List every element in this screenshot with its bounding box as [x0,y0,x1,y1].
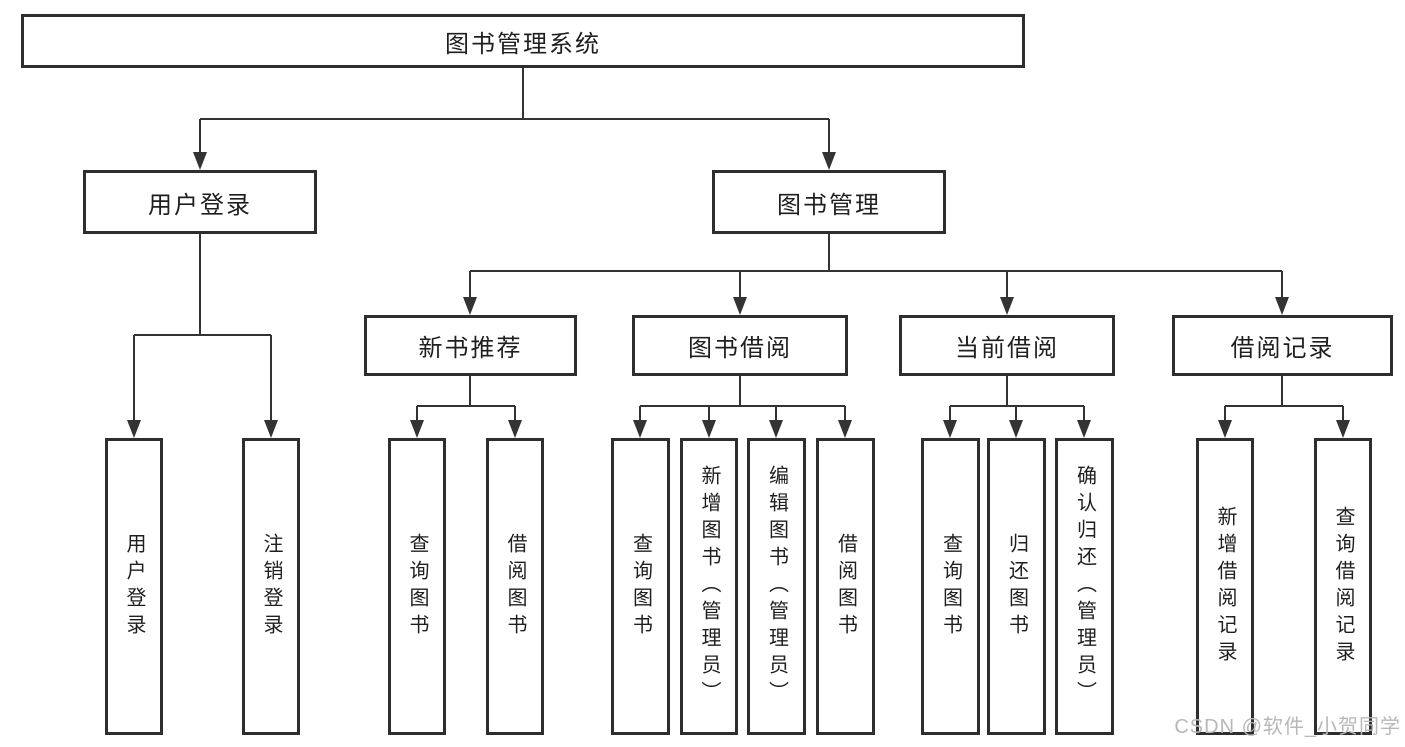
connector-bookborrow-to-leaves [633,376,852,438]
node-new-book-recommend: 新书推荐 [364,315,577,376]
leaf-current-confirm-return-admin-label: 确认归还（管理员） [1073,465,1096,708]
csdn-watermark: CSDN @软件_小贺同学 [1174,716,1401,738]
node-user-login-label: 用户登录 [148,191,252,219]
node-borrow-records: 借阅记录 [1172,315,1393,376]
leaf-newbooks-borrow-books-label: 借阅图书 [504,532,526,641]
leaf-records-add-record-label: 新增借阅记录 [1214,505,1236,668]
node-borrow-records-label: 借阅记录 [1230,335,1335,362]
node-user-login: 用户登录 [83,170,317,234]
leaf-current-return-books-label: 归还图书 [1005,532,1028,641]
leaf-newbooks-query-books: 查询图书 [388,438,446,735]
node-book-management: 图书管理 [712,170,946,234]
node-book-borrowing: 图书借阅 [632,315,848,376]
leaf-user-login-label: 用户登录 [123,532,145,641]
leaf-borrow-edit-books-admin-label: 编辑图书（管理员） [765,465,788,708]
connector-newbooks-to-leaves [410,376,522,438]
leaf-borrow-add-books-admin: 新增图书（管理员） [680,438,738,735]
node-current-borrowing: 当前借阅 [899,315,1115,376]
leaf-borrow-add-books-admin-label: 新增图书（管理员） [698,465,720,708]
leaf-records-query-record-label: 查询借阅记录 [1332,505,1354,668]
leaf-newbooks-borrow-books: 借阅图书 [486,438,544,735]
node-current-borrowing-label: 当前借阅 [955,335,1059,362]
node-new-book-recommend-label: 新书推荐 [418,335,523,362]
connector-currentborrow-to-leaves [943,376,1091,438]
leaf-records-query-record: 查询借阅记录 [1314,438,1372,735]
leaf-borrow-borrow-books: 借阅图书 [816,438,875,735]
node-book-borrowing-label: 图书借阅 [688,335,792,362]
leaf-current-confirm-return-admin: 确认归还（管理员） [1055,438,1114,735]
leaf-current-query-books: 查询图书 [921,438,980,735]
connector-root-to-level2 [193,68,836,170]
node-book-management-label: 图书管理 [777,191,881,219]
leaf-logout-label: 注销登录 [260,532,282,641]
leaf-current-query-books-label: 查询图书 [939,532,962,641]
leaf-borrow-query-books: 查询图书 [611,438,670,735]
leaf-user-login: 用户登录 [105,438,163,735]
connector-records-to-leaves [1218,376,1350,438]
leaf-logout: 注销登录 [242,438,300,735]
leaf-newbooks-query-books-label: 查询图书 [406,532,428,641]
connector-bookmgmt-to-level3 [463,234,1289,315]
leaf-records-add-record: 新增借阅记录 [1196,438,1254,735]
leaf-borrow-borrow-books-label: 借阅图书 [834,532,857,641]
leaf-borrow-edit-books-admin: 编辑图书（管理员） [747,438,806,735]
node-root: 图书管理系统 [21,14,1025,68]
leaf-current-return-books: 归还图书 [987,438,1046,735]
node-root-label: 图书管理系统 [445,30,601,58]
leaf-borrow-query-books-label: 查询图书 [629,532,652,641]
connector-userlogin-to-leaves [127,234,278,438]
